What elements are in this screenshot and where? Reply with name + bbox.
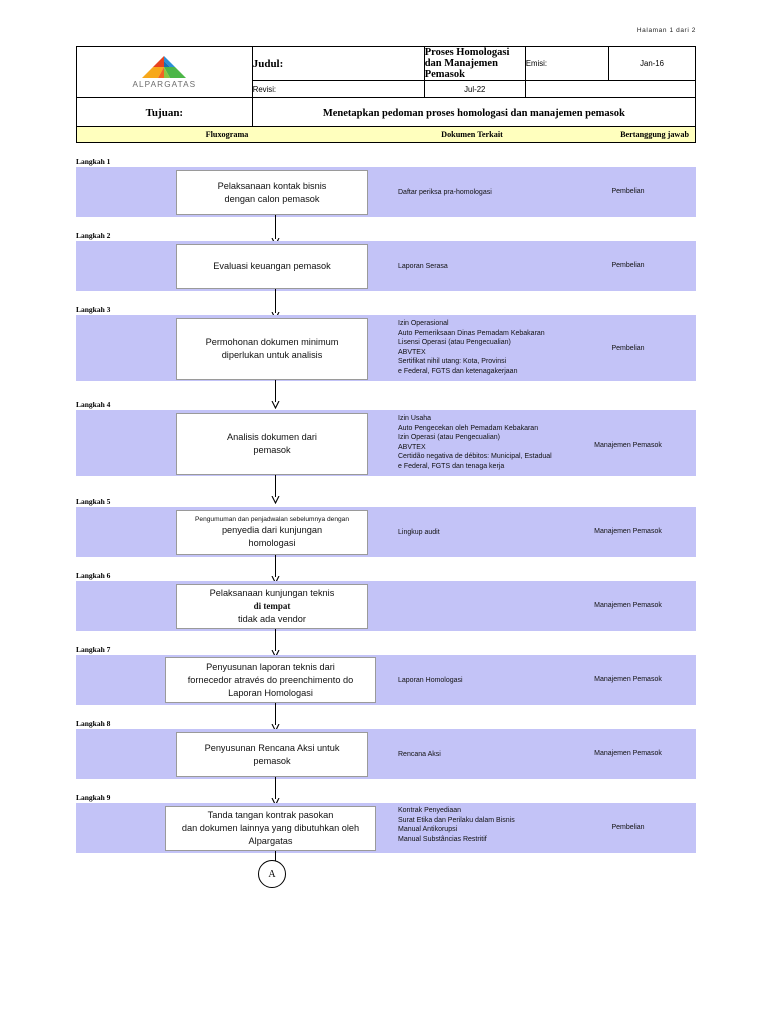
responsible-4: Manajemen Pemasok xyxy=(594,442,662,449)
process-box-8-line-2: pemasok xyxy=(253,755,291,766)
documents-1: Daftar periksa pra-homologasi xyxy=(398,189,492,196)
flow-arrow-9-connector xyxy=(270,851,282,863)
process-box-3-line-1: Permohonan dokumen minimum xyxy=(205,337,339,347)
emisi-value: Jan-16 xyxy=(608,46,696,81)
judul-value: Proses Homologasi dan Manajemen Pemasok xyxy=(423,46,526,81)
process-box-6-line-1: Pelaksanaan kunjungan teknis xyxy=(209,588,335,598)
process-box-2-line-1: Evaluasi keuangan pemasok xyxy=(213,261,331,271)
process-box-9: Tanda tangan kontrak pasokan dan dokumen… xyxy=(165,806,376,851)
column-header-band: Fluxograma Dokumen Terkait Bertanggung j… xyxy=(76,126,696,143)
process-box-2: Evaluasi keuangan pemasok xyxy=(176,244,368,289)
documents-7: Laporan Homologasi xyxy=(398,677,463,684)
page-number: Halaman 1 dari 2 xyxy=(636,27,696,34)
flow-arrow-5-6 xyxy=(270,555,282,584)
process-box-4: Analisis dokumen dari pemasok xyxy=(176,413,368,475)
responsible-7: Manajemen Pemasok xyxy=(594,676,662,683)
process-box-7-line-2: fornecedor através do preenchimento do xyxy=(187,674,354,685)
step-label-8: Langkah 8 xyxy=(76,719,111,728)
column-header-flowchart: Fluxograma xyxy=(205,130,249,139)
flow-connector-a: A xyxy=(258,860,286,888)
documents-2: Laporan Serasa xyxy=(398,263,448,270)
responsible-1: Pembelian xyxy=(611,188,645,195)
column-header-responsible: Bertanggung jawab xyxy=(620,130,689,139)
process-box-4-line-1: Analisis dokumen dari xyxy=(227,432,317,442)
process-box-1-line-1: Pelaksanaan kontak bisnis xyxy=(217,180,327,191)
process-box-3: Permohonan dokumen minimum diperlukan un… xyxy=(176,318,368,380)
tujuan-value: Menetapkan pedoman proses homologasi dan… xyxy=(251,97,697,129)
process-box-8: Penyusunan Rencana Aksi untuk pemasok xyxy=(176,732,368,777)
emisi-label: Emisi: xyxy=(524,46,610,81)
step-label-7: Langkah 7 xyxy=(76,645,111,654)
process-box-4-line-2: pemasok xyxy=(253,445,291,455)
step-label-5: Langkah 5 xyxy=(76,497,111,506)
step-label-6: Langkah 6 xyxy=(76,571,111,580)
responsible-3: Pembelian xyxy=(611,345,645,352)
step-label-1: Langkah 1 xyxy=(76,157,111,166)
step-label-9: Langkah 9 xyxy=(76,793,111,802)
flow-connector-a-label: A xyxy=(268,868,276,880)
judul-label: Judul: xyxy=(251,46,425,81)
flow-arrow-6-7 xyxy=(270,629,282,658)
documents-5: Lingkup audit xyxy=(398,529,440,536)
documents-4: Izin Usaha Auto Pengecekan oleh Pemadam … xyxy=(398,415,552,470)
step-label-2: Langkah 2 xyxy=(76,231,111,240)
step-label-3: Langkah 3 xyxy=(76,305,111,314)
process-box-1: Pelaksanaan kontak bisnis dengan calon p… xyxy=(176,170,368,215)
process-box-9-line-3: Alpargatas xyxy=(248,836,293,846)
responsible-9: Pembelian xyxy=(611,824,645,831)
process-box-8-line-1: Penyusunan Rencana Aksi untuk xyxy=(204,742,340,753)
process-box-7-line-1: Penyusunan laporan teknis dari xyxy=(206,661,335,672)
flow-arrow-4-5 xyxy=(270,475,282,504)
process-box-6-line-2: di tempat xyxy=(253,601,291,611)
process-box-5-line-3: homologasi xyxy=(248,538,296,548)
responsible-5: Manajemen Pemasok xyxy=(594,528,662,535)
process-box-1-line-2: dengan calon pemasok xyxy=(224,193,320,204)
flow-arrow-7-8 xyxy=(270,703,282,732)
documents-8: Rencana Aksi xyxy=(398,751,441,758)
responsible-6: Manajemen Pemasok xyxy=(594,602,662,609)
step-label-4: Langkah 4 xyxy=(76,400,111,409)
process-box-7-line-3: Laporan Homologasi xyxy=(228,687,313,698)
responsible-2: Pembelian xyxy=(611,262,645,269)
process-box-9-line-2: dan dokumen lainnya yang dibutuhkan oleh xyxy=(181,823,360,833)
process-box-3-line-2: diperlukan untuk analisis xyxy=(221,350,323,360)
flow-arrow-8-9 xyxy=(270,777,282,806)
responsible-8: Manajemen Pemasok xyxy=(594,750,662,757)
column-header-documents: Dokumen Terkait xyxy=(441,130,503,139)
documents-3: Izin Operasional Auto Pemeriksaan Dinas … xyxy=(398,320,545,375)
documents-9: Kontrak Penyediaan Surat Etika dan Peril… xyxy=(398,807,515,843)
process-box-6-line-3: tidak ada vendor xyxy=(238,614,306,624)
process-box-5-line-1: Pengumuman dan penjadwalan sebelumnya de… xyxy=(195,516,349,523)
process-box-7: Penyusunan laporan teknis dari fornecedo… xyxy=(165,657,376,703)
process-box-9-line-1: Tanda tangan kontrak pasokan xyxy=(207,810,334,820)
process-box-5: Pengumuman dan penjadwalan sebelumnya de… xyxy=(176,510,368,555)
document-header-table: ALPARGATAS Judul: Proses Homologasi dan … xyxy=(76,46,697,129)
tujuan-label: Tujuan: xyxy=(76,97,253,129)
process-box-5-line-2: penyedia dari kunjungan xyxy=(221,525,323,535)
flow-arrow-3-4 xyxy=(270,380,282,409)
process-box-6: Pelaksanaan kunjungan teknis di tempat t… xyxy=(176,584,368,629)
logo-wordmark: ALPARGATAS xyxy=(132,80,197,89)
alpargatas-logo-icon xyxy=(142,56,187,78)
